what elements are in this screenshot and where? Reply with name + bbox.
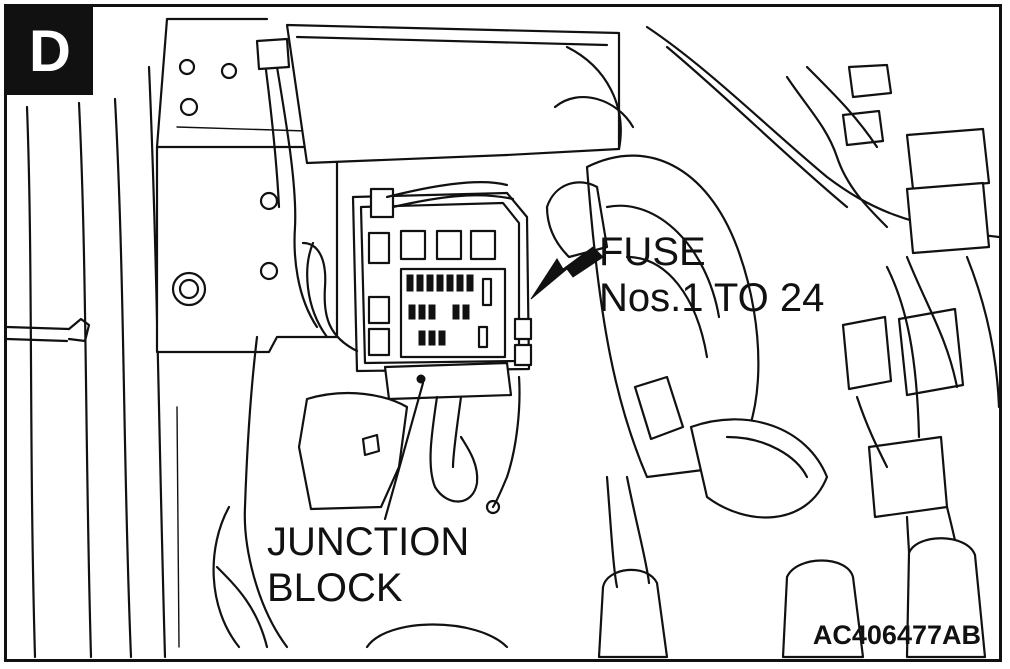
steering-column [545,96,829,519]
lower-harness [212,37,521,649]
pedals [365,475,987,659]
upper-duct [285,23,622,165]
junction-callout-line2: BLOCK [267,566,403,610]
junction-callout-line1: JUNCTION [267,520,470,564]
right-harness [645,25,999,659]
fuse-callout-line2: Nos.1 TO 24 [599,276,825,320]
junction-block-callout: JUNCTION BLOCK [267,519,469,611]
dash-bracket [155,17,339,354]
view-letter-badge: D [7,7,93,95]
junction-block [301,180,533,401]
fuse-arrow [530,246,604,300]
junction-leader-line [383,381,425,521]
door-pillar [7,65,180,659]
fuse-callout-line1: FUSE [599,230,706,274]
vehicle-interior-illustration [7,17,999,659]
diagram-frame: D FUSE Nos.1 TO 24 JUNCTION BLOCK AC4064… [4,4,1002,662]
fuse-callout: FUSE Nos.1 TO 24 [599,229,824,321]
figure-code: AC406477AB [812,620,981,650]
